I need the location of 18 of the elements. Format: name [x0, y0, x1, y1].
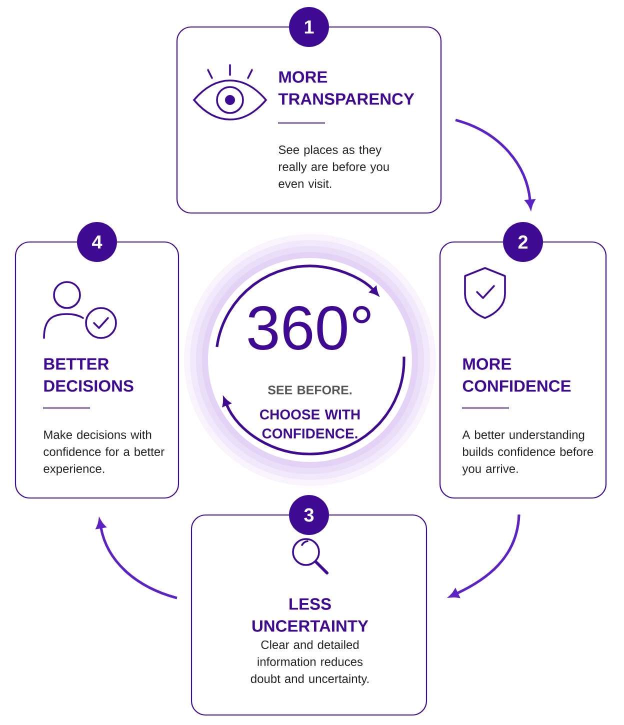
card-text: A better understanding builds confidence before you arrive.	[462, 430, 594, 476]
card-heading: LESS UNCERTAINTY	[252, 598, 368, 632]
card-text: Clear and detailed information reduces doubt and uncertainty.	[250, 640, 368, 686]
number-badge: 4	[77, 222, 117, 262]
card-heading: BETTER DECISIONS	[44, 358, 134, 392]
arrow	[449, 514, 520, 598]
arrow	[455, 118, 535, 209]
tagline: CHOOSE WITH CONFIDENCE.	[260, 410, 360, 438]
card-text: Make decisions with confidence for a better experience.	[44, 430, 164, 476]
card-heading: MORE CONFIDENCE	[462, 358, 571, 392]
tagline: SEE BEFORE.	[268, 386, 352, 394]
number-badge: 2	[503, 222, 543, 262]
number-badge: 1	[289, 7, 329, 47]
number-badge: 3	[289, 495, 329, 535]
big-number: 360°	[248, 306, 370, 350]
card-text: See places as they really are before you even visit.	[278, 145, 389, 188]
arrow	[96, 519, 178, 600]
card-heading: MORE TRANSPARENCY	[278, 71, 414, 105]
